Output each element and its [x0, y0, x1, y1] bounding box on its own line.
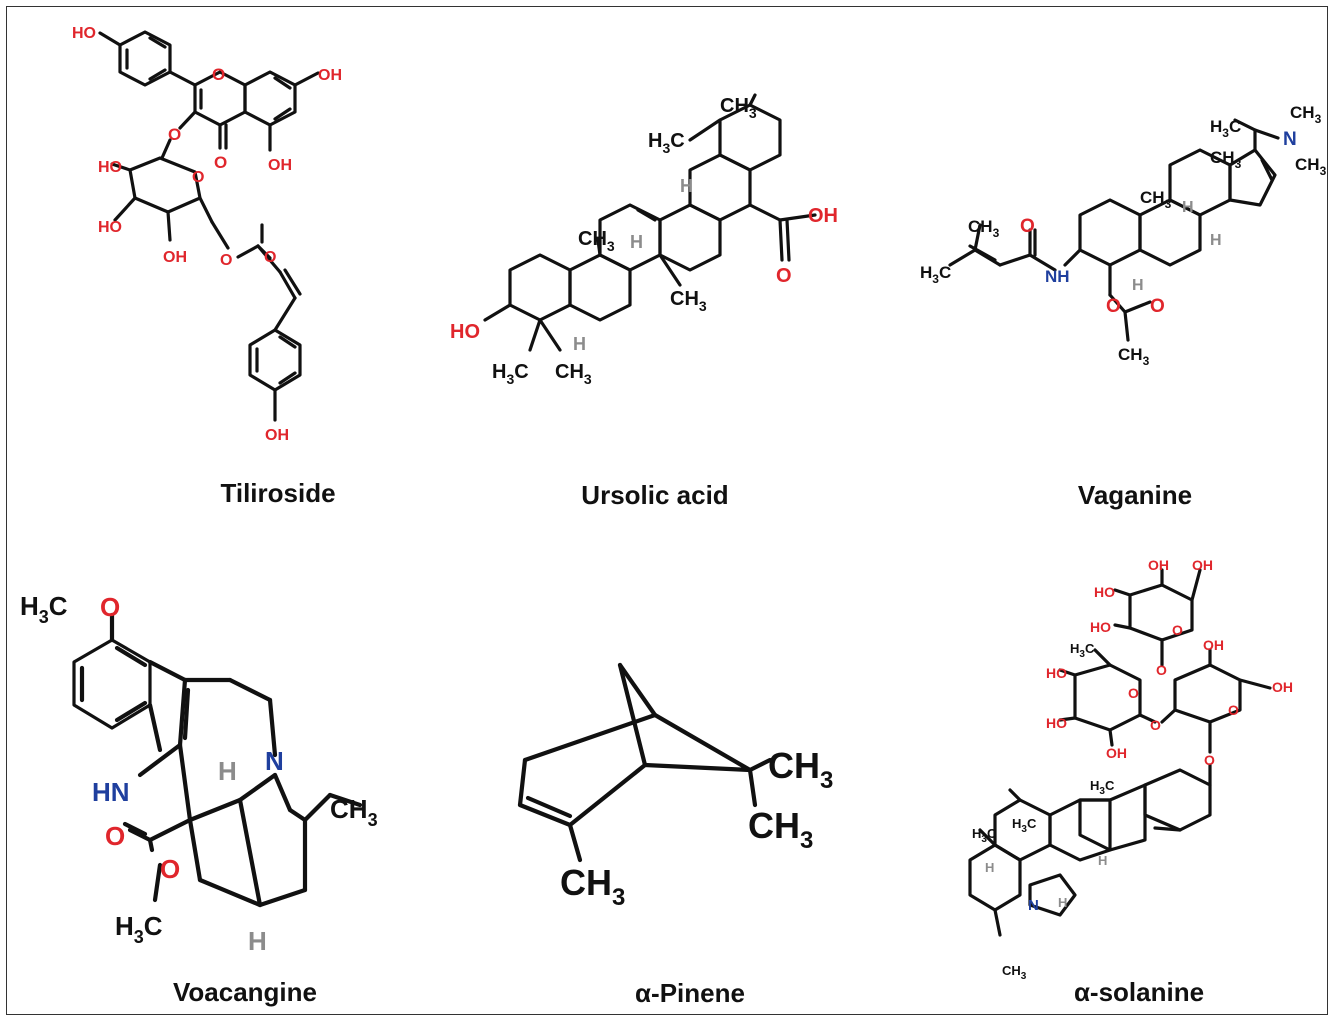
svg-text:H3C: H3C: [20, 591, 68, 627]
tiliroside-panel: HO O OH O O OH HO O HO OH O O OH Tiliros…: [0, 0, 440, 520]
svg-text:O: O: [1128, 685, 1139, 701]
svg-text:OH: OH: [1272, 679, 1293, 695]
svg-text:O: O: [214, 153, 227, 172]
svg-text:CH3: CH3: [555, 361, 592, 387]
svg-text:CH3: CH3: [968, 217, 1000, 240]
svg-text:CH3: CH3: [578, 228, 615, 254]
svg-text:O: O: [1150, 717, 1161, 733]
svg-text:HO: HO: [98, 159, 122, 176]
svg-text:OH: OH: [318, 67, 342, 84]
compound-name-ursolic-acid: Ursolic acid: [581, 480, 729, 510]
svg-text:OH: OH: [163, 249, 187, 266]
svg-text:CH3: CH3: [1295, 155, 1327, 178]
svg-text:CH3: CH3: [1210, 148, 1242, 171]
svg-text:CH3: CH3: [330, 794, 378, 830]
svg-text:HO: HO: [72, 25, 96, 42]
svg-text:H: H: [218, 756, 237, 786]
svg-text:H3C: H3C: [972, 826, 997, 845]
voacangine-panel: H3C O HN N H CH3 O O H3C H Voacangine: [0, 560, 450, 1021]
svg-text:HO: HO: [1090, 619, 1111, 635]
svg-text:O: O: [1106, 296, 1121, 317]
svg-text:O: O: [168, 125, 181, 144]
svg-text:O: O: [100, 592, 120, 622]
compound-name-tiliroside: Tiliroside: [220, 478, 336, 508]
svg-text:CH3: CH3: [670, 288, 707, 314]
svg-text:H: H: [248, 926, 267, 956]
svg-text:O: O: [1020, 216, 1035, 237]
tiliroside-structure: HO O OH O O OH HO O HO OH O O OH: [72, 25, 342, 444]
ursolic-acid-panel: CH3 H3C H OH O CH3 H CH3 HO H H3C CH3 Ur…: [430, 0, 880, 520]
svg-text:O: O: [776, 265, 792, 287]
svg-text:CH3: CH3: [768, 745, 833, 794]
svg-text:O: O: [220, 252, 232, 269]
svg-text:O: O: [1228, 702, 1239, 718]
svg-text:O: O: [192, 169, 204, 186]
svg-text:O: O: [105, 821, 125, 851]
alpha-pinene-structure: CH3 CH3 CH3: [517, 662, 833, 911]
svg-text:H3C: H3C: [492, 361, 529, 387]
svg-text:O: O: [1172, 622, 1183, 638]
svg-text:HO: HO: [1094, 584, 1115, 600]
svg-text:OH: OH: [265, 427, 289, 444]
svg-text:H3C: H3C: [920, 263, 951, 286]
svg-text:HO: HO: [1046, 665, 1067, 681]
svg-text:H: H: [1058, 895, 1067, 910]
svg-text:H3C: H3C: [1090, 778, 1115, 797]
svg-text:HO: HO: [450, 321, 480, 343]
svg-text:H: H: [1182, 199, 1194, 216]
vaganine-structure: H3C N CH3 CH3 CH3 CH3 H H H CH3 O H3C NH…: [920, 103, 1327, 368]
figure-frame: [6, 6, 1328, 1015]
vaganine-panel: H3C N CH3 CH3 CH3 CH3 H H H CH3 O H3C NH…: [880, 0, 1334, 520]
svg-text:H3C: H3C: [1070, 641, 1095, 660]
svg-text:OH: OH: [1148, 557, 1169, 573]
svg-text:CH3: CH3: [748, 805, 813, 854]
svg-text:OH: OH: [1106, 745, 1127, 761]
svg-text:H: H: [680, 176, 693, 196]
voacangine-structure: H3C O HN N H CH3 O O H3C H: [20, 591, 378, 956]
svg-text:HO: HO: [98, 219, 122, 236]
compound-name-alpha-pinene: α-Pinene: [635, 978, 745, 1008]
compound-name-alpha-solanine: α-solanine: [1073, 977, 1205, 1007]
svg-text:OH: OH: [808, 205, 838, 227]
alpha-solanine-panel: OH OH HO O HO O OH OH H3C HO O O HO O OH…: [900, 540, 1334, 1021]
svg-text:CH3: CH3: [1002, 963, 1027, 982]
svg-text:H3C: H3C: [115, 911, 163, 947]
svg-text:NH: NH: [1045, 267, 1070, 286]
svg-text:O: O: [1156, 662, 1167, 678]
svg-text:CH3: CH3: [1140, 188, 1172, 211]
svg-text:H: H: [573, 334, 586, 354]
svg-text:OH: OH: [268, 157, 292, 174]
svg-text:HN: HN: [92, 777, 130, 807]
svg-text:CH3: CH3: [560, 862, 625, 911]
svg-text:O: O: [1204, 752, 1215, 768]
svg-text:N: N: [1028, 897, 1039, 914]
svg-text:H: H: [1210, 232, 1222, 249]
svg-text:H: H: [1098, 853, 1107, 868]
compound-name-vaganine: Vaganine: [1077, 480, 1193, 510]
svg-text:O: O: [212, 65, 225, 84]
svg-text:OH: OH: [1203, 637, 1224, 653]
svg-text:N: N: [1283, 129, 1297, 150]
svg-text:O: O: [160, 854, 180, 884]
ursolic-acid-structure: CH3 H3C H OH O CH3 H CH3 HO H H3C CH3: [450, 93, 838, 387]
svg-text:CH3: CH3: [1118, 345, 1150, 368]
svg-text:N: N: [265, 746, 284, 776]
svg-text:H: H: [985, 860, 994, 875]
svg-text:CH3: CH3: [1290, 103, 1322, 126]
svg-text:H: H: [1132, 277, 1144, 294]
svg-text:H3C: H3C: [1210, 117, 1241, 140]
svg-text:HO: HO: [1046, 715, 1067, 731]
alpha-solanine-structure: OH OH HO O HO O OH OH H3C HO O O HO O OH…: [968, 557, 1293, 982]
svg-text:O: O: [264, 249, 276, 266]
svg-text:OH: OH: [1192, 557, 1213, 573]
svg-text:H: H: [630, 232, 643, 252]
alpha-pinene-panel: CH3 CH3 CH3 α-Pinene: [450, 560, 900, 1021]
svg-text:H3C: H3C: [648, 130, 685, 156]
svg-text:O: O: [1150, 296, 1165, 317]
svg-text:H3C: H3C: [1012, 816, 1037, 835]
compound-name-voacangine: Voacangine: [172, 977, 317, 1007]
